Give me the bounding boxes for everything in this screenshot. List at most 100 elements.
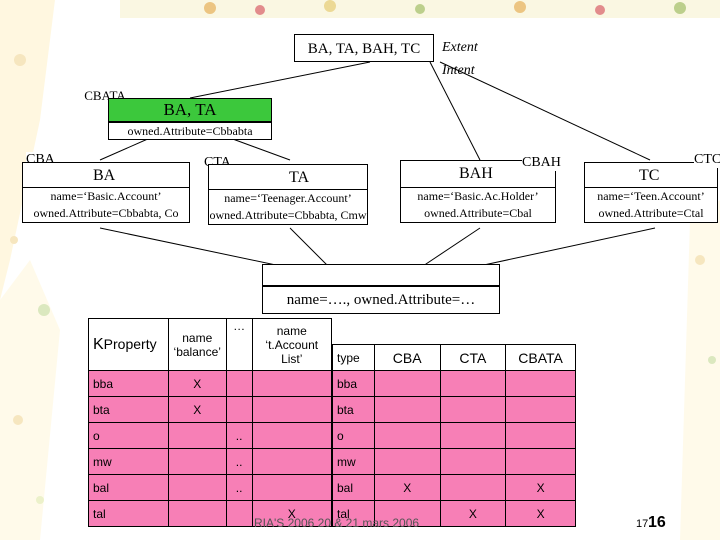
kproperty-header-balance: name ‘balance’ xyxy=(167,318,227,371)
type-cell xyxy=(439,370,507,397)
extent-label: Extent xyxy=(442,40,478,55)
concept-ta-owned: owned.Attribute=Cbbabta, Cmw xyxy=(209,208,367,222)
type-table: type CBA CTA CBATA bba bta o mw bal X X … xyxy=(332,344,576,527)
concept-bah-attrs: name=‘Basic.Ac.Holder’ owned.Attribute=C… xyxy=(400,188,556,223)
concept-ta: TA xyxy=(208,164,368,190)
concept-tc-attrs: name=‘Teen.Account’ owned.Attribute=Ctal xyxy=(584,188,718,223)
kproperty-row: tal X xyxy=(88,500,333,527)
kproperty-row-label: mw xyxy=(88,448,169,475)
kproperty-row: o .. xyxy=(88,422,333,449)
type-row-label: bba xyxy=(332,370,375,397)
type-row: mw xyxy=(332,448,576,475)
cbata-title: BA, TA xyxy=(163,100,217,119)
kproperty-cell: X xyxy=(251,500,333,527)
concept-ta-title: TA xyxy=(289,169,310,186)
kproperty-header-taccount: name ‘t.Account List’ xyxy=(251,318,333,371)
bottom-concept: name=…., owned.Attribute=… xyxy=(262,286,500,314)
kproperty-cell xyxy=(167,474,227,501)
kproperty-title-cell: KProperty xyxy=(88,318,169,371)
kproperty-cell xyxy=(167,448,227,475)
kproperty-table: KProperty name ‘balance’ … name ‘t.Accou… xyxy=(88,318,333,527)
type-cell xyxy=(373,396,441,423)
type-cell xyxy=(505,396,576,423)
kproperty-cell xyxy=(167,422,227,449)
kproperty-cell xyxy=(251,448,333,475)
kproperty-cell xyxy=(225,396,253,423)
concept-tc-owned: owned.Attribute=Ctal xyxy=(598,206,704,220)
concept-ba: BA xyxy=(22,162,190,188)
edge-ta-bottom xyxy=(289,227,331,269)
type-row: bta xyxy=(332,396,576,423)
kproperty-cell xyxy=(251,474,333,501)
type-row: o xyxy=(332,422,576,449)
type-cell xyxy=(439,396,507,423)
cbata-attr-box: owned.Attribute=Cbbabta xyxy=(108,122,272,140)
kproperty-cell: .. xyxy=(225,448,253,475)
concept-ta-attrs: name=‘Teenager.Account’ owned.Attribute=… xyxy=(208,190,368,225)
type-cell: X xyxy=(439,500,507,527)
slide-footer: RIA'S 2006 20 & 21 mars 2006 xyxy=(254,516,420,530)
concept-bah-owned: owned.Attribute=Cbal xyxy=(424,206,532,220)
kproperty-k: K xyxy=(93,335,104,353)
edge-ba-bottom xyxy=(99,227,291,269)
kproperty-row-label: bta xyxy=(88,396,169,423)
concept-ba-name: name=‘Basic.Account’ xyxy=(50,189,162,203)
type-cell xyxy=(373,448,441,475)
cbah-corner: CBAH xyxy=(522,155,561,171)
edge-top-cbata xyxy=(189,61,371,99)
concept-ba-attrs: name=‘Basic.Account’ owned.Attribute=Cbb… xyxy=(22,188,190,223)
kproperty-cell: X xyxy=(167,370,227,397)
concept-ba-title: BA xyxy=(93,167,116,184)
concept-bah-name: name=‘Basic.Ac.Holder’ xyxy=(417,189,539,203)
type-cell xyxy=(439,422,507,449)
type-row-label: tal xyxy=(332,500,375,527)
kproperty-cell xyxy=(225,370,253,397)
kproperty-row-label: tal xyxy=(88,500,169,527)
concept-ta-name: name=‘Teenager.Account’ xyxy=(224,191,352,205)
concept-bah-title: BAH xyxy=(459,165,493,182)
type-row-label: o xyxy=(332,422,375,449)
type-row-label: bal xyxy=(332,474,375,501)
type-cell xyxy=(505,448,576,475)
type-row-label: mw xyxy=(332,448,375,475)
cbata-attr: owned.Attribute=Cbbabta xyxy=(127,124,253,138)
page-number-small: 17 xyxy=(636,518,649,530)
type-cell xyxy=(439,474,507,501)
type-cell xyxy=(505,370,576,397)
kproperty-header-ellipsis: … xyxy=(225,318,253,371)
bottom-concept-top xyxy=(262,264,500,286)
ctc-corner: CTC xyxy=(694,152,720,168)
type-cell xyxy=(373,500,441,527)
bottom-concept-label: name=…., owned.Attribute=… xyxy=(286,292,476,308)
type-cell: X xyxy=(373,474,441,501)
type-cell xyxy=(373,422,441,449)
concept-ba-owned: owned.Attribute=Cbbabta, Co xyxy=(33,206,179,220)
type-row: bal X X xyxy=(332,474,576,501)
kproperty-cell xyxy=(167,500,227,527)
type-header-cbata: CBATA xyxy=(505,344,576,371)
edge-bah-bottom xyxy=(419,227,481,269)
type-row: bba xyxy=(332,370,576,397)
type-row: tal X X xyxy=(332,500,576,527)
kproperty-row-label: bal xyxy=(88,474,169,501)
concept-tc-name: name=‘Teen.Account’ xyxy=(597,189,705,203)
type-header-type: type xyxy=(332,344,375,371)
intent-label: Intent xyxy=(442,63,475,78)
type-cell xyxy=(373,370,441,397)
kproperty-row: mw .. xyxy=(88,448,333,475)
kproperty-cell: .. xyxy=(225,474,253,501)
cbata-concept: BA, TA xyxy=(108,98,272,122)
edge-tc-bottom xyxy=(469,227,656,269)
concept-tc-title: TC xyxy=(639,167,660,184)
kproperty-row: bba X xyxy=(88,370,333,397)
concept-tc: TC xyxy=(584,162,718,188)
kproperty-row: bal .. xyxy=(88,474,333,501)
kproperty-cell: X xyxy=(167,396,227,423)
type-header-cba: CBA xyxy=(373,344,441,371)
type-cell xyxy=(439,448,507,475)
kproperty-row-label: bba xyxy=(88,370,169,397)
type-row-label: bta xyxy=(332,396,375,423)
kproperty-cell: .. xyxy=(225,422,253,449)
kproperty-cell xyxy=(251,370,333,397)
type-header-cta: CTA xyxy=(439,344,507,371)
